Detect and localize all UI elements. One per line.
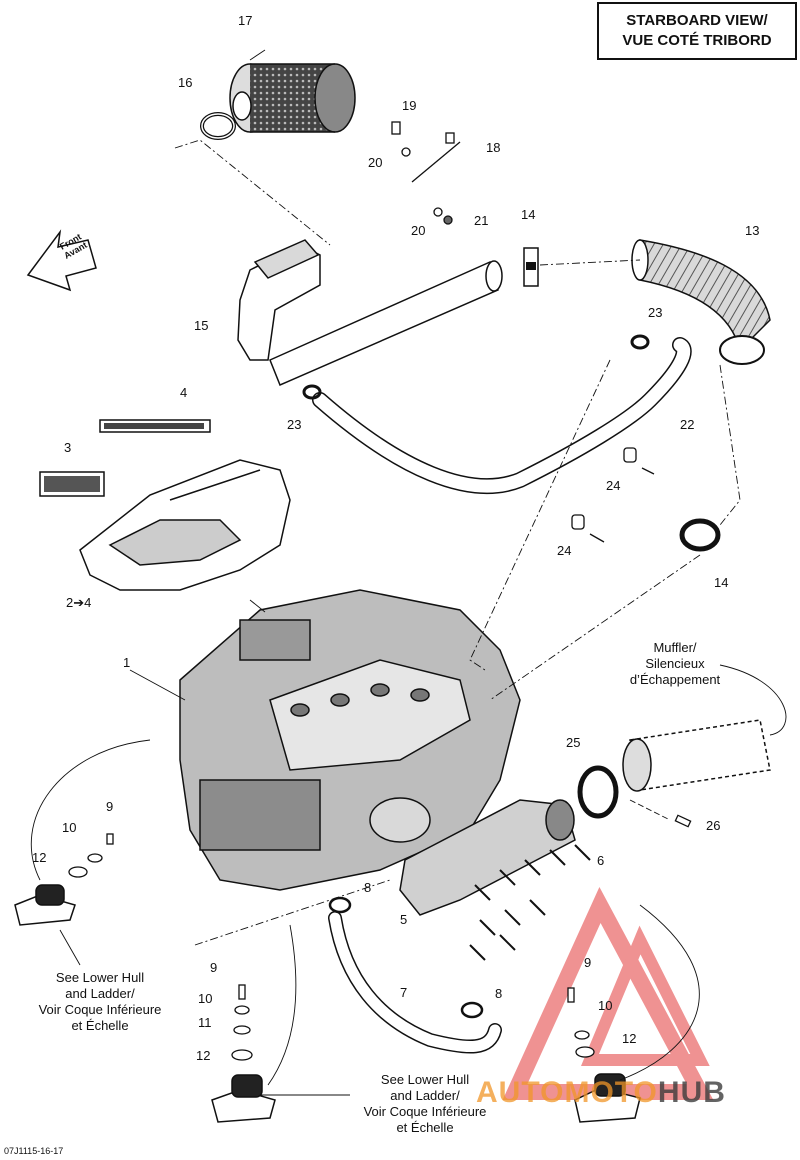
callout-23-right: 23 — [648, 305, 663, 320]
callout-1: 1 — [123, 655, 131, 670]
bracket-icon — [571, 447, 655, 543]
engine-block-icon — [179, 589, 521, 891]
view-label-box: STARBOARD VIEW/ VUE COTÉ TRIBORD — [597, 2, 797, 60]
hose-clamp-small-icon — [328, 896, 484, 1019]
lower-hull-note-left-line3: Voir Coque Inférieure — [38, 1002, 162, 1017]
callout-13: 13 — [745, 223, 760, 238]
muffler-icon — [622, 719, 771, 792]
exhaust-manifold-icon — [399, 799, 576, 916]
callout-15: 15 — [194, 318, 209, 333]
pin-icon — [674, 814, 692, 828]
callout-12-left: 12 — [32, 850, 47, 865]
watermark-text-part1: AUTOMOTO — [476, 1076, 658, 1109]
callout-25: 25 — [566, 735, 581, 750]
muffler-note-line3: d’Échappement — [629, 672, 721, 687]
callout-16: 16 — [178, 75, 193, 90]
air-filter-icon — [229, 63, 356, 133]
vent-hose-icon — [312, 337, 692, 495]
callout-9-right: 9 — [584, 955, 592, 970]
callout-12-bottom: 12 — [196, 1048, 211, 1063]
callout-23-left: 23 — [287, 417, 302, 432]
lower-hull-note-bottom: See Lower Hull and Ladder/ Voir Coque In… — [340, 1072, 510, 1136]
watermark-text: AUTOMOTOHUB — [476, 1076, 726, 1110]
corrugated-hose-icon — [631, 239, 771, 365]
lower-hull-note-bottom-line1: See Lower Hull — [380, 1072, 470, 1087]
lower-hull-note-bottom-line3: Voir Coque Inférieure — [363, 1104, 487, 1119]
callout-24-lower: 24 — [557, 543, 572, 558]
callout-17: 17 — [238, 13, 253, 28]
exhaust-clamp-icon — [577, 765, 619, 819]
hose-clamp-icon — [200, 112, 236, 140]
view-label-line1: STARBOARD VIEW/ — [626, 12, 768, 29]
callout-10-right: 10 — [598, 998, 613, 1013]
muffler-note: Muffler/ Silencieux d’Échappement — [600, 640, 750, 688]
callout-3: 3 — [64, 440, 72, 455]
front-direction-arrow-icon — [26, 229, 97, 292]
view-label-line2: VUE COTÉ TRIBORD — [622, 32, 772, 49]
muffler-note-line1: Muffler/ — [653, 640, 697, 655]
callout-19: 19 — [402, 98, 417, 113]
callout-9-left: 9 — [106, 799, 114, 814]
callout-20-upper: 20 — [368, 155, 383, 170]
leader-lines — [30, 49, 787, 1096]
diagram-code: 07J1115-16-17 — [4, 1146, 64, 1156]
callout-7: 7 — [400, 985, 408, 1000]
fastener-set-icon — [391, 121, 461, 225]
lower-hull-note-bottom-line4: et Échelle — [396, 1120, 454, 1135]
engine-mount-icon — [14, 884, 641, 1123]
callout-20-lower: 20 — [411, 223, 426, 238]
lower-hull-note-left-line1: See Lower Hull — [55, 970, 145, 985]
muffler-note-line2: Silencieux — [645, 656, 705, 671]
large-clamp-icon — [679, 518, 721, 552]
engine-cover-icon — [79, 459, 291, 591]
callout-6: 6 — [597, 853, 605, 868]
callout-21: 21 — [474, 213, 489, 228]
callout-8-lower: 8 — [495, 986, 503, 1001]
callout-14-lower: 14 — [714, 575, 729, 590]
callout-8-upper: 8 — [364, 880, 372, 895]
callout-2-to-4: 2➔4 — [66, 595, 92, 610]
water-hose-icon — [328, 911, 502, 1054]
lower-hull-note-bottom-line2: and Ladder/ — [390, 1088, 460, 1103]
callout-11: 11 — [198, 1015, 212, 1030]
callout-12-right: 12 — [622, 1031, 637, 1046]
callout-5: 5 — [400, 912, 408, 927]
callout-10-bottom: 10 — [198, 991, 213, 1006]
callout-26: 26 — [706, 818, 721, 833]
watermark-text-part2: HUB — [657, 1076, 726, 1109]
bolt-set-icon — [469, 844, 591, 961]
callout-9-bottom: 9 — [210, 960, 218, 975]
callout-18: 18 — [486, 140, 501, 155]
lower-hull-note-left-line2: and Ladder/ — [65, 986, 135, 1001]
callout-14-upper: 14 — [521, 207, 536, 222]
intake-tube-icon — [237, 239, 503, 386]
hose-coupler-icon — [523, 247, 539, 287]
callout-24-upper: 24 — [606, 478, 621, 493]
small-clamp-icon — [302, 334, 650, 400]
callout-4: 4 — [180, 385, 188, 400]
callout-10-left: 10 — [62, 820, 77, 835]
mount-fastener-icon — [68, 833, 595, 1061]
decal-icon — [39, 419, 211, 497]
lower-hull-note-left-line4: et Échelle — [71, 1018, 129, 1033]
callout-22: 22 — [680, 417, 695, 432]
lower-hull-note-left: See Lower Hull and Ladder/ Voir Coque In… — [15, 970, 185, 1034]
